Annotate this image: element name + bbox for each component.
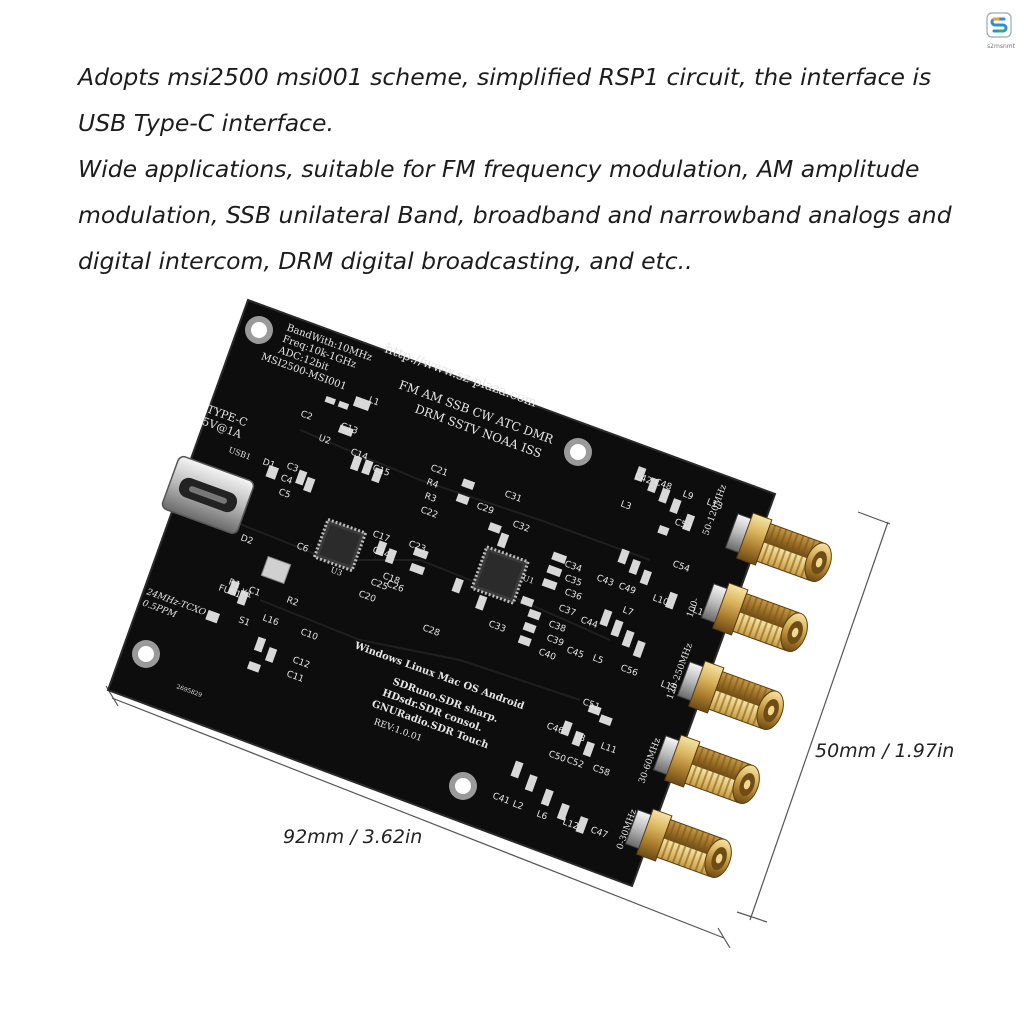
sma-connector-3 (676, 660, 784, 730)
width-dimension-tick-right (717, 927, 731, 949)
description-line-5: digital intercom, DRM digital broadcasti… (78, 247, 693, 275)
component-designator: R1 (227, 577, 242, 590)
component-designator: C6 (295, 541, 310, 555)
sma-connector-4 (652, 734, 760, 804)
chip-u1 (469, 544, 531, 606)
height-dimension-tick-top (857, 511, 891, 525)
height-dimension-line (749, 521, 889, 921)
dimension-lines (105, 511, 891, 949)
component-designator: L5 (591, 653, 605, 666)
product-description: Adopts msi2500 msi001 scheme, simplified… (78, 54, 978, 284)
component-designator: R2 (285, 595, 300, 608)
chip-u3-label: U3 (329, 565, 343, 578)
description-line-1: Adopts msi2500 msi001 scheme, simplified… (78, 63, 932, 91)
description-line-2: USB Type-C interface. (78, 109, 334, 137)
mounting-holes (132, 316, 592, 800)
description-line-3: Wide applications, suitable for FM frequ… (78, 155, 920, 183)
component-designator: L7 (621, 605, 635, 618)
pcb-body (106, 298, 777, 888)
component-designator: L8 (573, 731, 587, 744)
component-designator: C2 (299, 409, 314, 423)
component-designator: C4 (279, 473, 294, 487)
store-logo-icon (986, 12, 1012, 38)
component-designator: D2 (239, 533, 254, 547)
component-designator: L6 (535, 809, 549, 822)
component-designator: L3 (619, 499, 633, 512)
description-line-4: modulation, SSB unilateral Band, broadba… (78, 201, 952, 229)
component-designator: R3 (423, 491, 438, 504)
component-designator: C5 (277, 487, 292, 501)
smd-components (205, 395, 696, 834)
watermark-text: s2msnmt (987, 43, 1015, 50)
width-dimension-line (111, 697, 725, 939)
watermark-logo: s2msnmt (984, 12, 1018, 52)
component-designator: C3 (285, 461, 300, 475)
usb-c-port (161, 455, 255, 535)
sma-connector-2 (700, 582, 808, 652)
chip-u1-label: U1 (521, 573, 535, 586)
chip-u3 (312, 517, 368, 573)
component-designator: S1 (237, 615, 251, 628)
component-designator: R4 (425, 477, 440, 491)
height-dimension-label: 50mm / 1.97in (815, 740, 955, 762)
height-dimension-tick-bottom (736, 911, 768, 923)
component-designator: L9 (681, 489, 695, 502)
width-dimension-label: 92mm / 3.62in (283, 826, 423, 848)
component-designator: U2 (317, 433, 332, 447)
tcxo-crystal (260, 555, 292, 585)
component-designator: L2 (511, 799, 525, 812)
component-designator: D1 (261, 457, 276, 471)
sma-connectors (624, 512, 832, 878)
sma-connector-1 (724, 512, 832, 582)
component-designator: C1 (247, 585, 262, 599)
sma-connector-5 (624, 808, 732, 878)
pcb-traces (229, 429, 651, 701)
component-designator: X1 (239, 587, 254, 600)
component-designator: L1 (367, 395, 381, 408)
